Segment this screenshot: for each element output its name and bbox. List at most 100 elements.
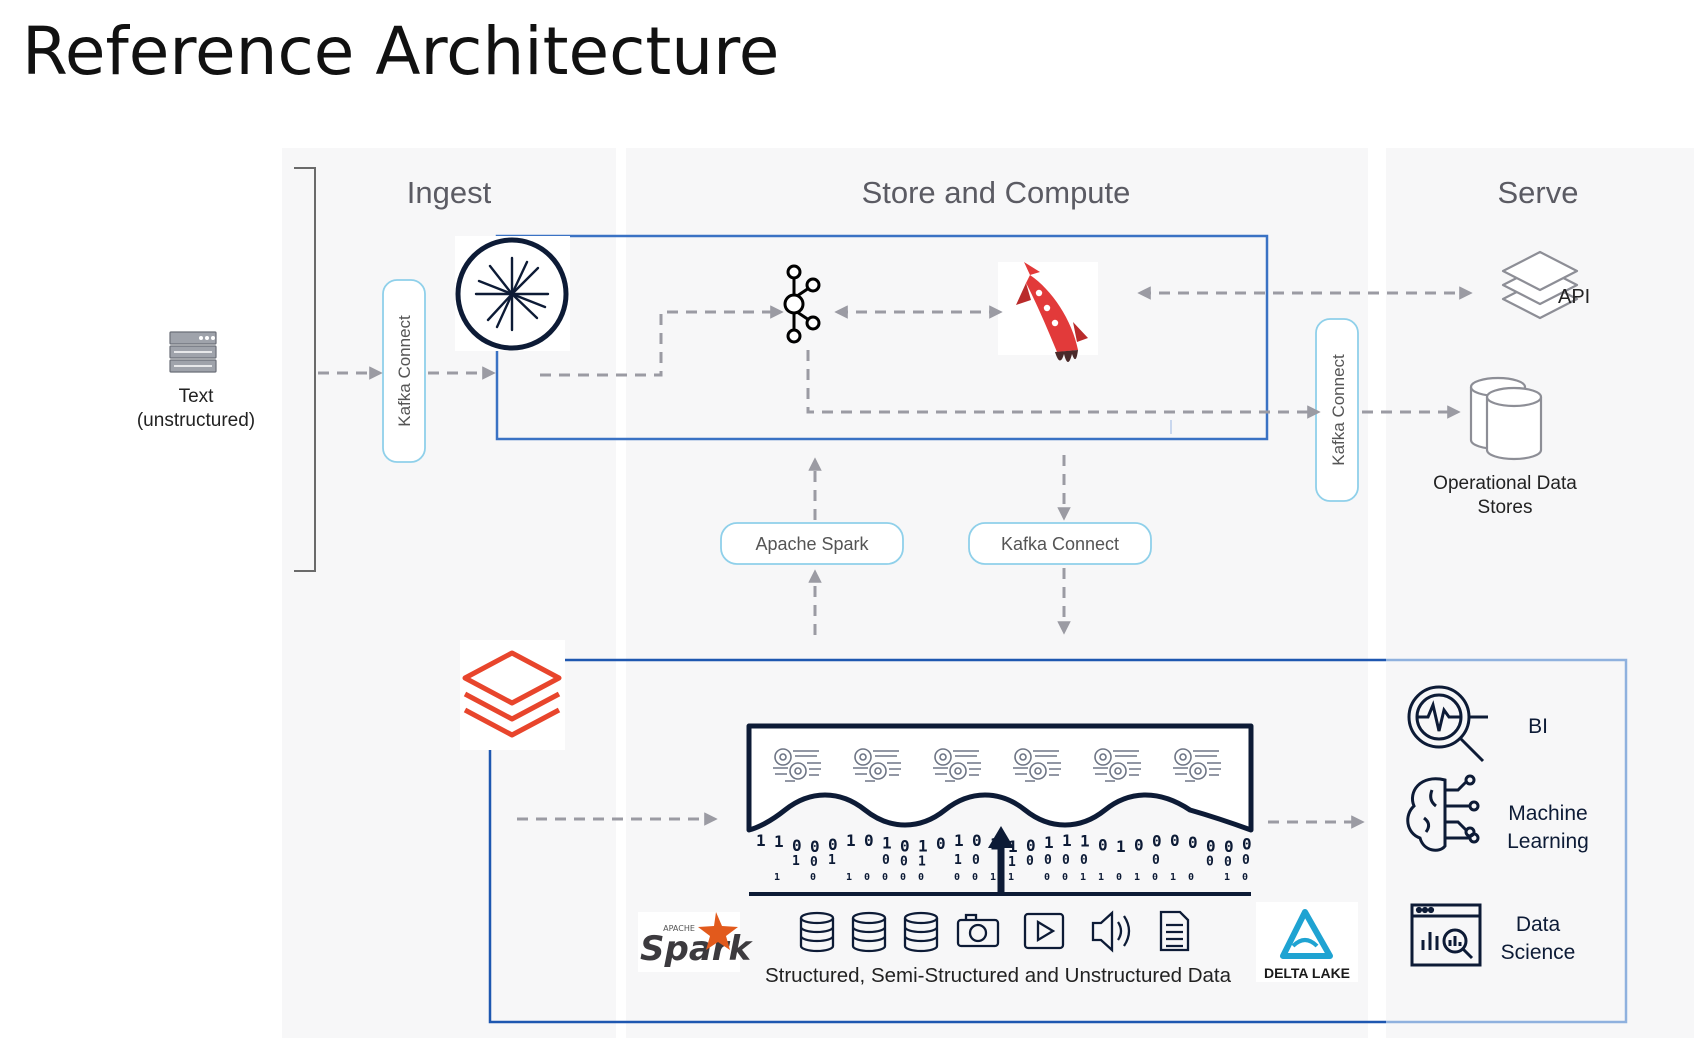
data-science-chart-icon xyxy=(1410,903,1482,967)
binary-digit: 1 xyxy=(1008,855,1016,870)
binary-digit: 1 xyxy=(1098,872,1104,883)
binary-digit: 0 xyxy=(972,831,982,850)
lakehouse-caption: Structured, Semi-Structured and Unstruct… xyxy=(765,964,1232,987)
binary-digit: 0 xyxy=(954,872,960,883)
bi-label: BI xyxy=(1528,715,1548,738)
binary-digit: 1 xyxy=(1134,872,1140,883)
binary-digit: 0 xyxy=(1242,872,1248,883)
binary-digit: 0 xyxy=(972,872,978,883)
binary-digit: 0 xyxy=(1206,854,1214,869)
binary-digit: 1 xyxy=(774,832,784,851)
binary-digit: 0 xyxy=(1242,835,1252,854)
document-icon xyxy=(1159,910,1190,952)
binary-digit: 0 xyxy=(1044,872,1050,883)
binary-digit: 1 xyxy=(882,834,892,853)
binary-digit: 0 xyxy=(828,835,838,854)
audio-speaker-icon xyxy=(1091,910,1131,953)
source-label-line2: (unstructured) xyxy=(137,410,255,431)
spark-logo-word: Spark xyxy=(640,929,754,969)
lakehouse-box-left xyxy=(488,658,1386,1024)
binary-digit: 1 xyxy=(1008,872,1014,883)
server-rack-icon xyxy=(169,331,217,373)
serve-column-title: Serve xyxy=(1498,175,1579,210)
source-label-line1: Text xyxy=(179,386,215,407)
api-label: API xyxy=(1558,286,1590,308)
databricks-logo-icon xyxy=(460,640,565,750)
binary-digit: 0 xyxy=(1062,872,1068,883)
binary-digit: 1 xyxy=(1170,872,1176,883)
bi-magnifier-icon xyxy=(1407,685,1488,763)
serve-kafka-connect-label: Kafka Connect xyxy=(1329,354,1348,466)
binary-digit: 0 xyxy=(810,837,820,856)
flow-arrow-kafka-to-connect xyxy=(806,350,1321,419)
binary-digit: 0 xyxy=(918,872,924,883)
binary-digit: 0 xyxy=(1026,854,1034,869)
apache-spark-connector-label: Apache Spark xyxy=(755,534,869,554)
spark-logo-small-text: APACHE xyxy=(663,924,695,933)
store-compute-column-title: Store and Compute xyxy=(862,175,1131,210)
binary-digit: 0 xyxy=(1188,833,1198,852)
delta-lake-wordmark: DELTA LAKE xyxy=(1264,965,1350,981)
ingest-kafka-connect-label: Kafka Connect xyxy=(395,315,414,427)
binary-digit: 1 xyxy=(828,853,836,868)
page-title: Reference Architecture xyxy=(22,13,779,90)
binary-digit: 0 xyxy=(864,831,874,850)
binary-digit: 1 xyxy=(846,872,852,883)
ds-label-line2: Science xyxy=(1501,941,1576,964)
binary-digit: 0 xyxy=(1152,831,1162,850)
database-icon xyxy=(903,911,939,953)
operational-stores-line1: Operational Data xyxy=(1433,473,1577,494)
binary-digit: 0 xyxy=(864,872,870,883)
binary-digit: 0 xyxy=(1188,872,1194,883)
binary-digit: 0 xyxy=(1080,853,1088,868)
binary-digit: 0 xyxy=(1098,836,1108,855)
binary-digit: 1 xyxy=(1044,833,1054,852)
camera-icon xyxy=(956,913,1000,948)
binary-digit: 1 xyxy=(792,854,800,869)
delta-triangle-icon xyxy=(1280,909,1333,959)
binary-digit: 0 xyxy=(882,872,888,883)
operational-datastore-icon xyxy=(1469,376,1543,461)
binary-digit: 0 xyxy=(1242,853,1250,868)
delta-lake-logo: DELTA LAKE xyxy=(1256,902,1358,982)
binary-digit: 1 xyxy=(918,855,926,870)
binary-digit: 1 xyxy=(1116,837,1126,856)
binary-digit: 0 xyxy=(1134,836,1144,855)
binary-digit: 0 xyxy=(1152,872,1158,883)
binary-digit: 1 xyxy=(918,837,928,856)
binary-digit: 0 xyxy=(792,836,802,855)
binary-digit: 0 xyxy=(900,855,908,870)
binary-digit: 0 xyxy=(1116,872,1122,883)
binary-digit: 1 xyxy=(954,853,962,868)
binary-digit: 0 xyxy=(1026,836,1036,855)
ml-label-line1: Machine xyxy=(1508,802,1587,825)
binary-digit: 0 xyxy=(1152,853,1160,868)
kafka-connect-down-pill xyxy=(968,522,1152,565)
binary-digit: 1 xyxy=(990,872,996,883)
binary-digit: 0 xyxy=(882,853,890,868)
binary-digit: 1 xyxy=(1224,872,1230,883)
binary-digit: 0 xyxy=(1170,831,1180,850)
binary-digit: 0 xyxy=(972,853,980,868)
binary-digit: 0 xyxy=(1224,837,1234,856)
flow-arrow-confluent-to-kafka xyxy=(540,305,784,377)
binary-digit: 0 xyxy=(936,834,946,853)
database-icon xyxy=(799,911,835,953)
binary-digit: 0 xyxy=(810,855,818,870)
binary-digit: 1 xyxy=(1080,832,1090,851)
spark-star-icon xyxy=(698,912,738,950)
binary-digit: 0 xyxy=(1206,836,1216,855)
binary-digit: 1 xyxy=(1080,872,1086,883)
database-icon xyxy=(851,911,887,953)
operational-stores-line2: Stores xyxy=(1478,497,1533,518)
source-bracket xyxy=(294,167,316,572)
binary-digit: 1 xyxy=(774,872,780,883)
binary-digit: 0 xyxy=(900,837,910,856)
binary-digit: 0 xyxy=(810,872,816,883)
ml-label-line2: Learning xyxy=(1507,830,1589,853)
api-stack-icon xyxy=(1501,250,1579,320)
binary-digit: 1 xyxy=(954,831,964,850)
kafka-connect-down-label: Kafka Connect xyxy=(1001,534,1119,554)
